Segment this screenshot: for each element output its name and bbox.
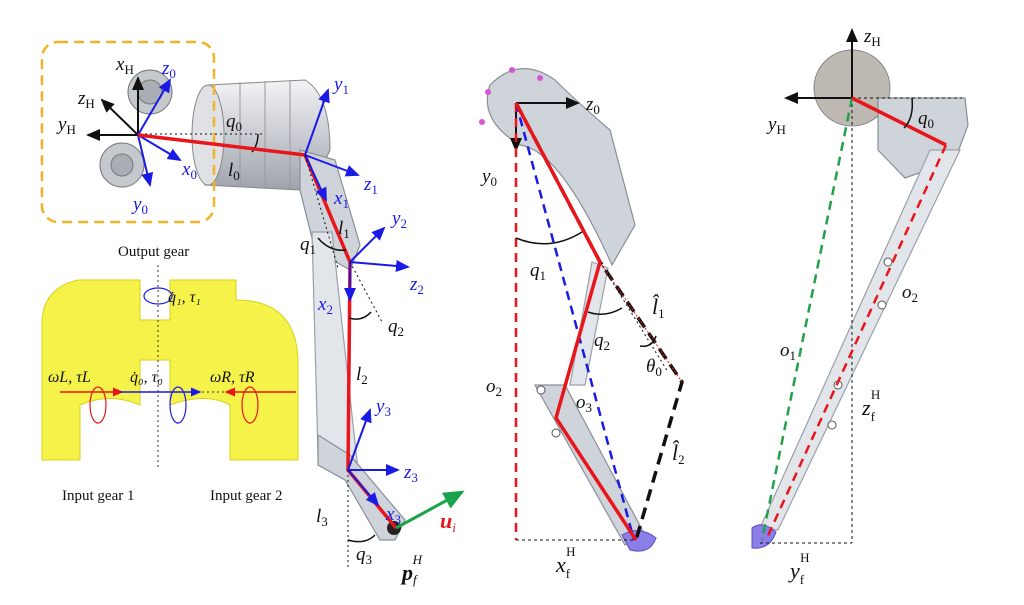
q2-arc-middle [587, 307, 623, 315]
label-ui: ui [440, 508, 456, 535]
right-panel: zH yH q0 o1 o2 zfH yfH [751, 26, 969, 587]
label-y2: y2 [390, 208, 407, 231]
label-o1: o1 [780, 340, 796, 363]
label-y1: y1 [332, 74, 349, 97]
label-z1: z1 [363, 174, 378, 197]
label-xfh: xfH [555, 544, 576, 581]
o3-line [514, 102, 636, 541]
kinematic-chain-middle [514, 102, 638, 541]
label-l0: l0 [228, 160, 240, 183]
label-yh-right: yH [766, 114, 786, 137]
label-z2: z2 [409, 274, 424, 297]
label-o2-right: o2 [902, 282, 918, 305]
caption-input-gear-1: Input gear 1 [62, 488, 134, 504]
label-x2: x2 [317, 294, 333, 317]
gear-highlight-box [40, 40, 216, 224]
frame-2 [344, 226, 410, 323]
frame-1 [304, 88, 360, 269]
q1-arc [317, 237, 347, 251]
o1-line [760, 97, 854, 541]
label-y0: y0 [131, 194, 148, 217]
label-q1-left: q1 [300, 234, 316, 257]
label-zfh: zfH [861, 387, 880, 424]
label-yh: yH [56, 114, 76, 137]
frame-0 [137, 78, 182, 187]
label-l2: l2 [356, 364, 368, 387]
left-panel: xH zH yH z0 x0 y0 q0 l0 y1 z1 x1 l1 q1 y… [40, 40, 465, 587]
label-x3: x3 [385, 504, 401, 527]
q0-arc-right [903, 97, 914, 129]
label-x0: x0 [181, 159, 197, 182]
label-q1-middle: q1 [530, 260, 546, 283]
frame-3 [347, 408, 400, 570]
label-xh: xH [115, 54, 134, 77]
label-q2-middle: q2 [594, 330, 610, 353]
caption-input-gear-2: Input gear 2 [210, 488, 282, 504]
label-zh: zH [77, 88, 95, 111]
theta0-arc [639, 335, 657, 348]
middle-foot [621, 530, 657, 552]
bevel-gear-mini [99, 69, 173, 188]
frame-h [86, 76, 144, 141]
label-z0-middle: z0 [585, 94, 600, 117]
input-vector-arrow [395, 490, 465, 530]
label-y0-middle: y0 [480, 166, 497, 189]
label-pfh: pfH [400, 552, 423, 587]
label-lhat1: l̂1 [652, 294, 665, 321]
right-leg-link [759, 149, 961, 531]
label-z3: z3 [403, 462, 418, 485]
middle-panel: z0 y0 q1 q2 θ0 l̂1 l̂2 o2 o3 xfH [479, 67, 685, 581]
label-o3: o3 [576, 392, 592, 415]
gear-label-top: q̇₁, τ₁ [168, 289, 201, 306]
label-y3: y3 [374, 396, 391, 419]
q1-arc-middle [515, 231, 583, 245]
label-q0-left: q0 [226, 111, 242, 134]
o2-line-right [764, 144, 948, 541]
caption-output-gear: Output gear [118, 244, 189, 260]
label-z0: z0 [161, 58, 176, 81]
label-lhat2: l̂2 [672, 440, 685, 467]
label-theta0: θ0 [646, 356, 662, 379]
gear-label-right: ωR, τR [210, 369, 255, 386]
hip-actuator-body [191, 79, 331, 191]
label-l1: l1 [338, 218, 350, 241]
label-x1: x1 [333, 188, 349, 211]
label-q0-right: q0 [918, 108, 934, 131]
label-l3: l3 [316, 506, 328, 529]
bevel-gear-illustration [41, 265, 299, 470]
label-o2-middle: o2 [486, 376, 502, 399]
gear-label-center: q̇₀, τ₀ [130, 369, 163, 386]
label-zh-right: zH [863, 26, 881, 49]
label-q2-left: q2 [388, 316, 404, 339]
label-yfh: yfH [788, 550, 810, 587]
label-q3: q3 [356, 544, 372, 567]
gear-label-left: ωL, τL [48, 369, 91, 386]
kinematic-chain-right [851, 96, 947, 147]
hip-plate [486, 68, 636, 267]
q0-arc [251, 133, 259, 153]
